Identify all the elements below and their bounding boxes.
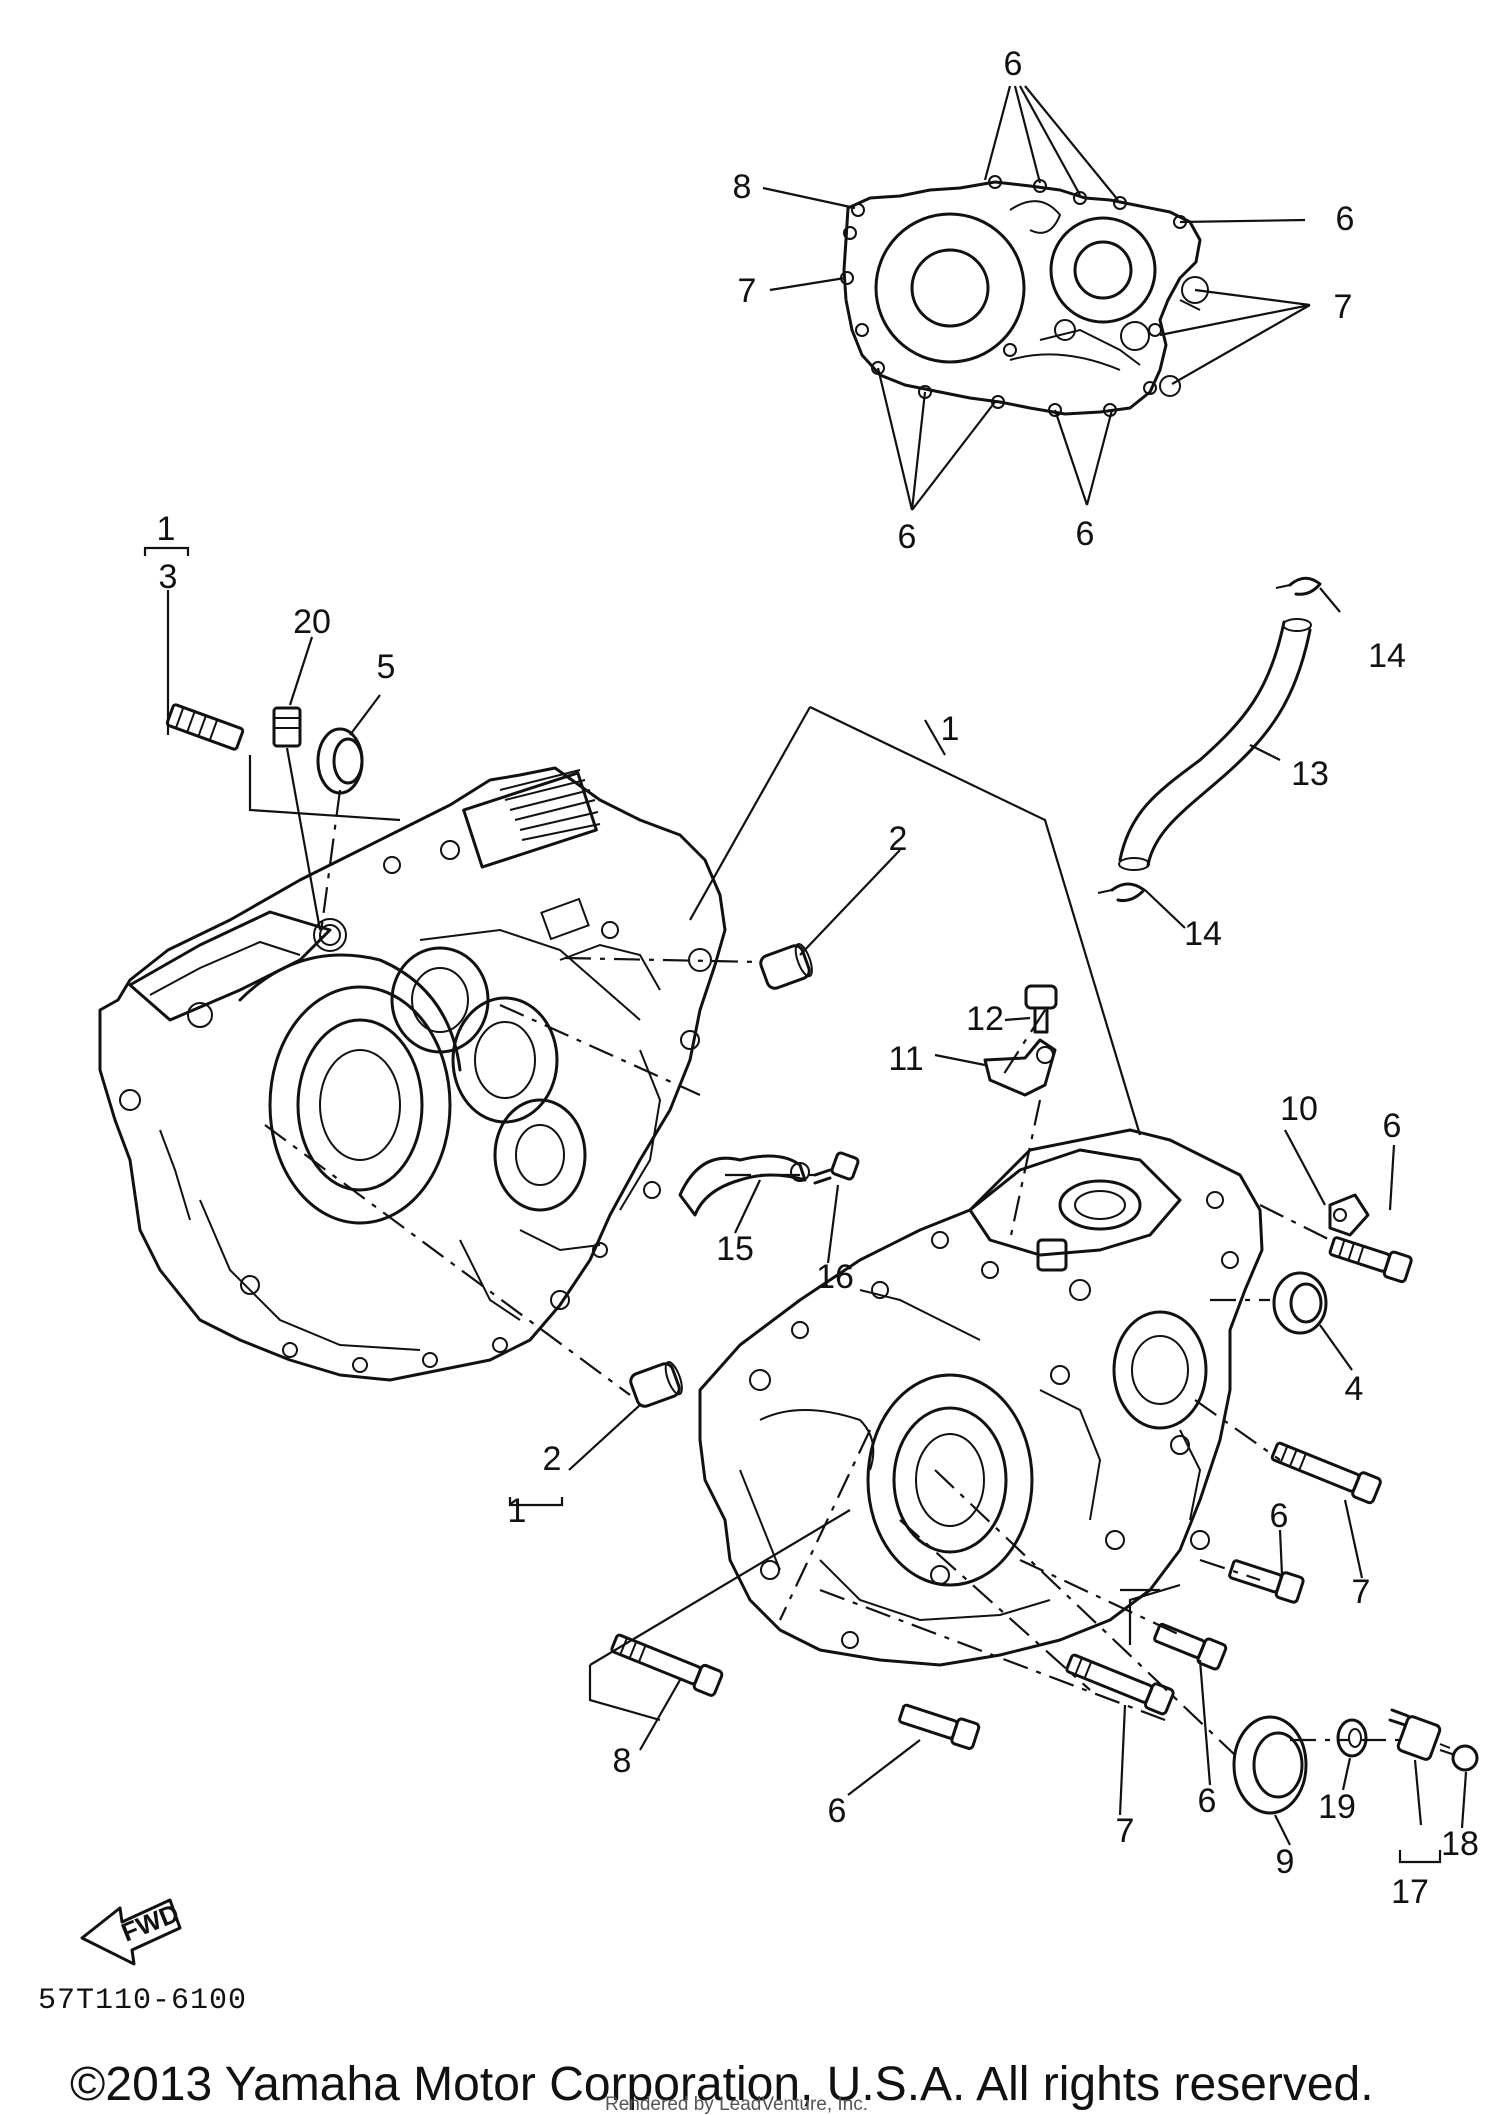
callout-6: 6: [898, 518, 917, 556]
callout-14: 14: [1184, 915, 1222, 953]
callout-6: 6: [1383, 1107, 1402, 1145]
callout-7: 7: [738, 272, 757, 310]
callout-9: 9: [1276, 1843, 1295, 1881]
callout-7: 7: [1352, 1573, 1371, 1611]
callout-14: 14: [1368, 637, 1406, 675]
callout-6: 6: [1336, 200, 1355, 238]
callout-1: 1: [941, 710, 960, 748]
callout-1: 1: [157, 510, 176, 548]
callout-17: 17: [1391, 1873, 1429, 1911]
callout-6: 6: [1198, 1782, 1217, 1820]
drawing-code: 57T110-6100: [38, 1984, 247, 2018]
callout-20: 20: [293, 603, 331, 641]
callout-16: 16: [816, 1258, 854, 1296]
bolt-pattern-inset: [762, 85, 1311, 511]
callout-7: 7: [1116, 1812, 1135, 1850]
callout-6: 6: [1270, 1497, 1289, 1535]
callout-6: 6: [1004, 45, 1023, 83]
copyright-notice: ©2013 Yamaha Motor Corporation, U.S.A. A…: [70, 2058, 1374, 2111]
callout-2: 2: [543, 1440, 562, 1478]
callout-13: 13: [1291, 755, 1329, 793]
left-crankcase-half: [98, 766, 727, 1382]
callout-6: 6: [828, 1792, 847, 1830]
callout-numbers: 6 8 6 7 7 6 6 1 3 20 5 14 13 1 2 14 12 1…: [157, 45, 1479, 1911]
callout-18: 18: [1441, 1825, 1479, 1863]
callout-4: 4: [1345, 1370, 1364, 1408]
callout-1: 1: [508, 1492, 527, 1530]
callout-12: 12: [966, 1000, 1004, 1038]
callout-10: 10: [1280, 1090, 1318, 1128]
callout-19: 19: [1318, 1788, 1356, 1826]
small-parts: [165, 576, 1479, 1815]
callout-2: 2: [889, 820, 908, 858]
callout-8: 8: [613, 1742, 632, 1780]
callout-5: 5: [377, 648, 396, 686]
callout-11: 11: [888, 1040, 923, 1078]
bolts: [610, 1236, 1413, 1750]
callout-15: 15: [716, 1230, 754, 1268]
assembly-lines: [143, 546, 1468, 1864]
rendered-by-credit: Rendered by LeadVenture, Inc.: [605, 2094, 868, 2115]
callout-7: 7: [1334, 288, 1353, 326]
fwd-label: FWD: [117, 1898, 183, 1948]
callout-8: 8: [733, 168, 752, 206]
forward-direction-arrow: FWD: [80, 1898, 183, 1966]
callout-6: 6: [1076, 515, 1095, 553]
right-crankcase-half: [698, 1128, 1264, 1667]
callout-3: 3: [159, 558, 178, 596]
